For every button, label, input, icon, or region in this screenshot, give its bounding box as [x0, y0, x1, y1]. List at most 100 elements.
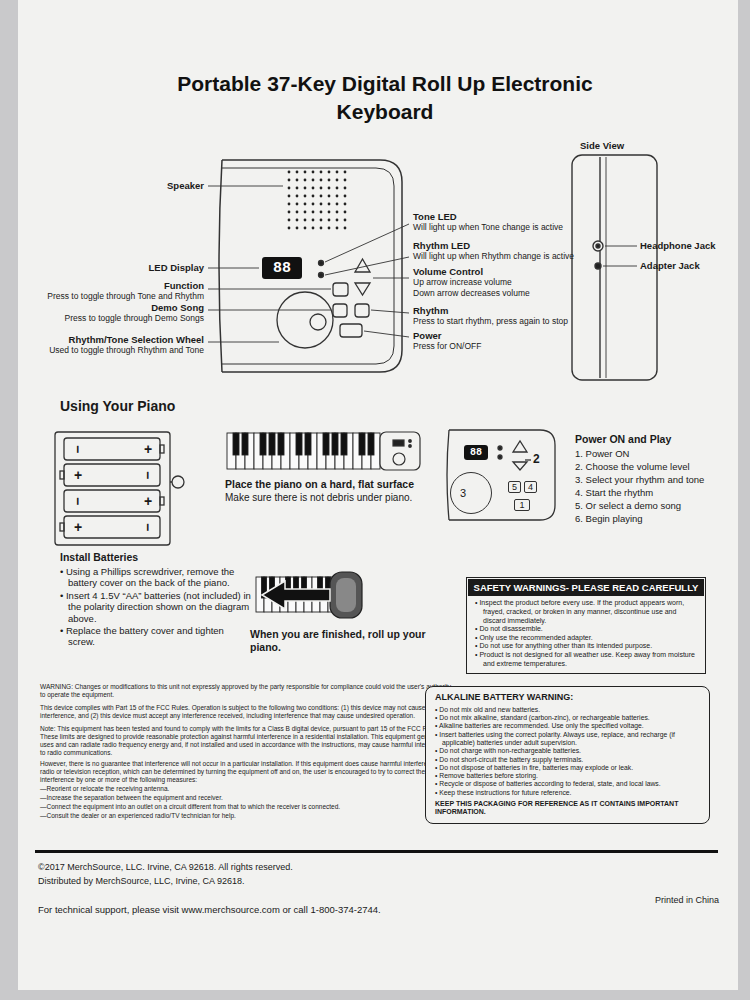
side-view	[595, 263, 601, 269]
instruction-heading: Place the piano on a hard, flat surface	[225, 478, 420, 491]
step-heading: Power ON and Play	[575, 433, 671, 446]
keyboard-illustration	[305, 433, 311, 455]
leader-line	[208, 268, 259, 269]
polarity-sign: −	[139, 519, 157, 535]
button: 1	[514, 499, 530, 511]
button: 4	[524, 481, 537, 493]
battery-compartment	[160, 445, 164, 453]
warning-bullet: • Do not dispose of batteries in fire, b…	[435, 764, 700, 772]
leader-line	[364, 331, 409, 337]
control-buttons	[277, 292, 333, 348]
control-buttons	[319, 261, 324, 266]
polarity-sign: +	[70, 466, 86, 484]
part-note: Press for ON/OFF	[413, 341, 481, 351]
part-note: Press to toggle through Demo Songs	[65, 313, 204, 323]
battery-compartment	[55, 432, 184, 545]
fcc-text: However, there is no guarantee that inte…	[40, 760, 455, 784]
warning-bullet: • Do not mix alkaline, standard (carbon-…	[435, 714, 700, 722]
leader-line	[208, 289, 331, 290]
instruction-bullet: • Insert 4 1.5V “AA” batteries (not incl…	[60, 590, 253, 624]
warning-box: SAFETY WARNINGS- PLEASE READ CAREFULLY • …	[466, 577, 706, 674]
part-name: Speaker	[167, 180, 204, 191]
battery-compartment	[64, 464, 160, 486]
keyboard-illustration	[409, 440, 412, 443]
side-view	[596, 244, 600, 248]
warning-bullet: • Do not charge with non-rechargeable ba…	[435, 747, 700, 755]
fcc-measure: —Connect the equipment into an outlet on…	[40, 803, 455, 811]
keyboard-illustration	[332, 433, 338, 455]
keyboard-illustration	[260, 433, 266, 455]
leader-line	[371, 310, 409, 313]
keyboard-illustration	[409, 445, 412, 448]
callout-number: 5	[512, 483, 517, 492]
support-note: For technical support, please visit www.…	[38, 904, 381, 915]
warning-bullet: • Do not short-circuit the battery suppl…	[435, 756, 700, 764]
button: 5	[508, 481, 521, 493]
keyboard-illustration	[359, 433, 365, 455]
rolling-illustration	[256, 577, 336, 612]
instruction-heading: When you are finished, roll up your pian…	[250, 628, 440, 653]
display-digits: 88	[470, 448, 482, 458]
led-display: 88	[262, 257, 302, 279]
keyboard-illustration	[368, 433, 374, 455]
polarity-sign: +	[140, 440, 156, 458]
leader-line	[325, 257, 409, 275]
battery-compartment	[60, 523, 64, 531]
keyboard-body	[219, 160, 222, 372]
title: Portable 37-Key Digital Roll Up Electron…	[140, 70, 630, 126]
device-detail	[447, 430, 449, 520]
led-display: 88	[464, 445, 488, 460]
step-item: 5. Or select a demo song	[575, 500, 681, 511]
fcc-measure: —Reorient or relocate the receiving ante…	[40, 785, 455, 793]
leader-line	[373, 278, 409, 279]
instruction-bullet: • Replace the battery cover and tighten …	[60, 625, 253, 648]
fcc-measure: —Increase the separation between the equ…	[40, 794, 455, 802]
instruction-note: Make sure there is not debris under pian…	[225, 492, 420, 504]
warning-bullet: • Inspect the product before every use. …	[467, 599, 705, 625]
paper-sheet	[18, 0, 738, 990]
rolling-illustration	[262, 572, 362, 618]
leader-line	[208, 186, 283, 187]
keyboard-illustration	[227, 433, 380, 469]
device-detail	[498, 455, 502, 459]
warning-heading: SAFETY WARNINGS- PLEASE READ CAREFULLY	[468, 579, 704, 596]
leader-line	[208, 310, 331, 311]
part-name: Adapter Jack	[640, 260, 700, 271]
battery-compartment	[64, 438, 160, 460]
control-buttons	[355, 283, 370, 295]
callout-number: 4	[528, 483, 533, 492]
leader-line	[605, 246, 637, 247]
control-buttons	[340, 324, 362, 337]
fcc-text: Note: This equipment has been tested and…	[40, 725, 455, 757]
distributor: Distributed by MerchSource, LLC, Irvine,…	[38, 876, 245, 887]
control-buttons	[333, 304, 347, 317]
control-buttons	[355, 304, 369, 317]
battery-compartment	[172, 476, 184, 488]
battery-compartment	[55, 432, 170, 545]
battery-compartment	[64, 490, 160, 512]
step-item: 3. Select your rhythm and tone	[575, 474, 704, 485]
polarity-sign: +	[70, 518, 86, 536]
polarity-sign: −	[139, 467, 157, 483]
keyboard-illustration	[233, 433, 239, 455]
keyboard-illustration	[380, 432, 420, 470]
origin-note: Printed in China	[655, 895, 719, 906]
part-name: Rhythm	[413, 305, 448, 316]
rolling-illustration	[262, 581, 330, 609]
part-note: Used to toggle through Rhythm and Tone	[49, 345, 204, 355]
step-heading: Install Batteries	[60, 551, 138, 564]
warning-box: ALKALINE BATTERY WARNING:• Do not mix ol…	[425, 686, 710, 824]
divider-line	[35, 850, 718, 853]
part-name: Rhythm/Tone Selection Wheel	[69, 334, 204, 345]
step-item: 1. Power ON	[575, 448, 629, 459]
keyboard-illustration	[269, 433, 275, 455]
keyboard-illustration	[242, 433, 248, 455]
control-buttons	[310, 314, 326, 330]
leader-line	[603, 266, 637, 267]
device-detail	[513, 441, 527, 452]
keyboard-body	[219, 160, 402, 372]
battery-compartment	[64, 516, 160, 538]
warning-bullet: • Do not use for anything other than its…	[467, 642, 705, 651]
part-name: Headphone Jack	[640, 240, 716, 251]
